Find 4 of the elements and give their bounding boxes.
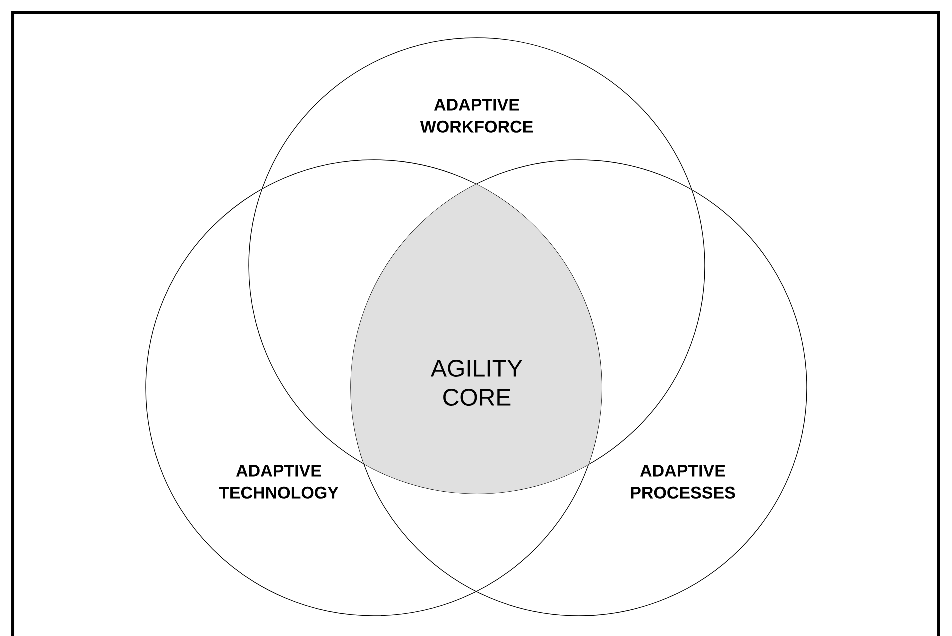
region-label: ADAPTIVE WORKFORCE <box>420 99 533 133</box>
region-label: ADAPTIVE PROCESSES <box>631 465 736 499</box>
region-label: ADAPTIVE TECHNOLOGY <box>219 465 339 499</box>
intersection-region: AGILITY CORE <box>351 184 602 494</box>
